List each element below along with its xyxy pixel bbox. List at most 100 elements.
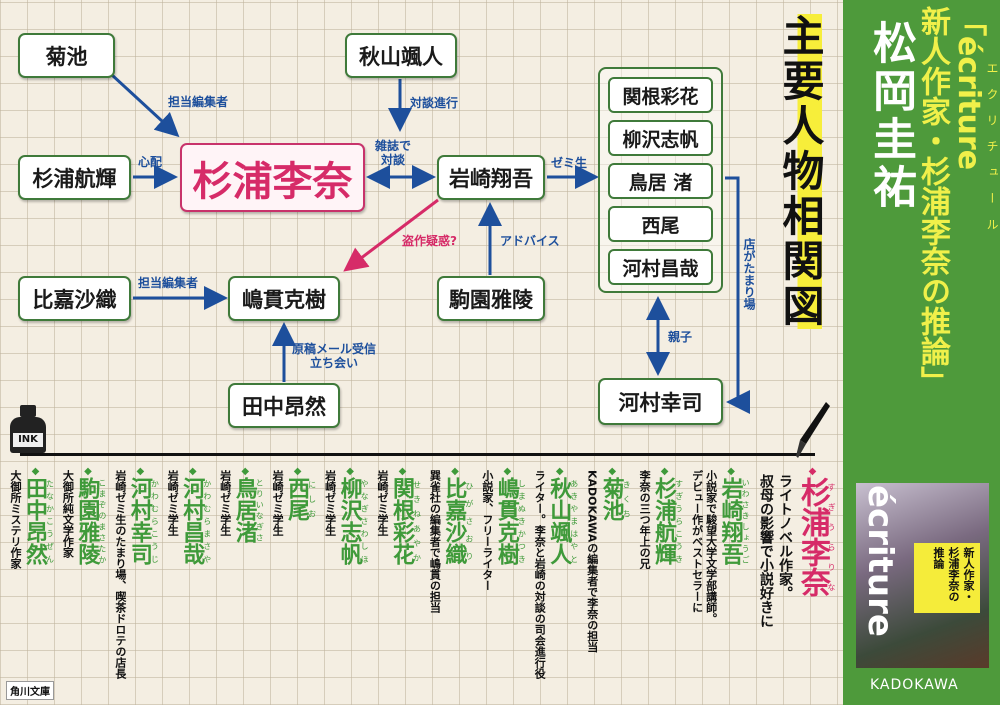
label-koji-hangout: 店がたまり場	[742, 238, 756, 310]
node-kikuchi: 菊池	[18, 33, 115, 78]
character-reading: すぎうらこうき	[674, 477, 684, 565]
book-cover-image[interactable]: écriture 新人作家・杉浦李奈の推論	[856, 483, 989, 668]
character-description: ライター。李奈と岩崎の対談の司会進行役	[533, 470, 547, 679]
label-kikuchi-rina: 担当編集者	[168, 95, 229, 109]
node-akiyama: 秋山颯人	[345, 33, 457, 78]
label-komazono-iwasaki: アドバイス	[500, 234, 560, 248]
character-entry: ◆西尾にしお岩崎ゼミ学生	[270, 466, 317, 536]
character-reading: たなかこうぜん	[45, 477, 55, 565]
label-koki-rina: 心配	[138, 155, 163, 169]
cover-word: écriture	[860, 485, 900, 637]
arrow-koji-hangout	[725, 176, 750, 414]
node-koki: 杉浦航輝	[18, 155, 131, 200]
title-close-bracket: 」	[915, 366, 950, 396]
character-reading: かわむらこうじ	[150, 477, 160, 565]
character-reading: ひがさおり	[464, 477, 474, 565]
character-name: 柳沢志帆	[336, 477, 363, 565]
character-entry: ◆河村昌哉かわむらまさや岩崎ゼミ学生	[165, 466, 212, 565]
character-reading: あきやまはやと	[569, 477, 579, 565]
character-entry: ◆嶋貫克樹しまぬきかつき小説家、フリーライター	[480, 466, 527, 591]
node-sekine: 関根彩花	[608, 77, 713, 113]
label-iwasaki-shimanuki: 盗作疑惑?	[402, 234, 457, 248]
character-description: 大御所ミステリ作家	[9, 470, 22, 569]
character-description: 岩崎ゼミ学生	[323, 470, 337, 536]
diamond-icon: ◆	[449, 466, 461, 477]
character-description: 巽雀社の編集者で嶋貫の担当	[428, 470, 442, 613]
character-name: 田中昂然	[22, 477, 48, 565]
node-nishio: 西尾	[608, 206, 713, 242]
node-kawamura-koji: 河村幸司	[598, 378, 723, 425]
label-higa-shimanuki: 担当編集者	[138, 276, 199, 290]
fountain-pen-icon	[796, 402, 830, 458]
grid-paper-background	[0, 0, 843, 705]
arrow-kikuchi-rina	[110, 73, 180, 138]
cover-band: 新人作家・杉浦李奈の推論	[914, 543, 980, 613]
diamond-icon: ◆	[292, 466, 304, 477]
label-akiyama-talk: 対談進行	[410, 96, 459, 110]
label-iwasaki-seminar: ゼミ生	[551, 156, 588, 170]
character-description: ライトノベル作家。	[777, 474, 793, 600]
node-iwasaki: 岩崎翔吾	[437, 155, 545, 200]
character-description: 叔母の影響で小説好きに	[758, 474, 774, 628]
character-name: 秋山颯人	[546, 477, 573, 565]
character-name: 西尾	[284, 477, 311, 521]
node-torii: 鳥居 渚	[608, 163, 713, 199]
character-description: 岩崎ゼミ学生	[166, 470, 180, 536]
label-rina-iwasaki: 雑誌で 対談	[375, 139, 412, 167]
character-description: 大御所純文学作家	[61, 470, 75, 558]
character-name: 駒園雅陵	[74, 477, 101, 565]
diamond-icon: ◆	[659, 466, 671, 477]
node-shimanuki: 嶋貫克樹	[228, 276, 340, 321]
node-tanaka: 田中昂然	[228, 383, 340, 428]
character-entry: ◆柳沢志帆やなぎさわしほ岩崎ゼミ学生	[323, 466, 370, 565]
character-name: 杉浦航輝	[651, 477, 678, 565]
ink-label: INK	[13, 433, 43, 447]
character-reading: しまぬきかつき	[517, 477, 527, 565]
character-name: 杉浦李奈	[795, 477, 830, 597]
character-reading: やなぎさわしほ	[360, 477, 370, 565]
character-reading: すぎうらりな	[827, 477, 836, 597]
seminar-group-box: 関根彩花 柳沢志帆 鳥居 渚 西尾 河村昌哉	[598, 67, 723, 293]
character-reading: きくち	[622, 477, 632, 521]
node-yanagisawa: 柳沢志帆	[608, 120, 713, 156]
character-description: 小説家で駿望大学文学部講師。	[704, 470, 718, 624]
character-description: KADOKAWAの編集者で李奈の担当	[585, 470, 599, 653]
diamond-icon: ◆	[397, 466, 408, 477]
character-entry: ◆杉浦李奈すぎうらりな ライトノベル作家。叔母の影響で小説好きに	[756, 466, 836, 628]
diagram-title: 主要人物相関図	[770, 14, 831, 329]
character-name: 岩崎翔吾	[717, 477, 744, 565]
divider-line	[20, 453, 815, 456]
diamond-icon: ◆	[239, 466, 251, 477]
publisher-logo: KADOKAWA	[870, 677, 959, 693]
character-entry: ◆秋山颯人あきやまはやとライター。李奈と岩崎の対談の司会進行役	[532, 466, 579, 679]
character-entry: ◆杉浦航輝すぎうらこうき李奈の三つ年上の兄	[637, 466, 684, 569]
title-open-bracket: 「	[951, 6, 986, 36]
character-name: 河村昌哉	[179, 477, 206, 565]
diamond-icon: ◆	[807, 466, 818, 477]
diamond-icon: ◆	[606, 466, 618, 477]
imprint-logo: 角川文庫	[6, 681, 54, 700]
character-entry: ◆関根彩花せきねあやか岩崎ゼミ学生	[375, 466, 422, 565]
character-entry: ◆菊池きくち KADOKAWAの編集者で李奈の担当	[585, 466, 632, 653]
character-reading: こまぞのまさたか	[97, 477, 107, 565]
label-tanaka-shimanuki: 原稿メール受信 立ち会い	[292, 342, 377, 370]
character-name: 河村幸司	[126, 477, 153, 565]
character-entry: ◆田中昂然たなかこうぜん大御所ミステリ作家	[8, 466, 55, 569]
author-name: 松岡圭祐	[865, 20, 916, 212]
character-name: 関根彩花	[389, 477, 415, 565]
book-title: 「écriture 新人作家・杉浦李奈の推論」	[914, 6, 986, 396]
node-rina: 杉浦李奈	[180, 143, 365, 212]
diamond-icon: ◆	[82, 466, 94, 477]
character-description: 小説家、フリーライター	[480, 470, 494, 591]
diamond-icon: ◆	[134, 466, 146, 477]
character-name: 菊池	[598, 477, 625, 521]
character-description: デビュー作がベストセラーに	[690, 470, 704, 613]
character-entry: ◆岩崎翔吾いわさきしょうご小説家で駿望大学文学部講師。デビュー作がベストセラーに	[690, 466, 751, 624]
character-description: 岩崎ゼミ学生	[271, 470, 285, 536]
arrow-iwasaki-shimanuki	[343, 198, 439, 272]
diamond-icon: ◆	[725, 466, 737, 477]
character-entry: ◆比嘉沙織ひがさおり 巽雀社の編集者で嶋貫の担当	[427, 466, 474, 613]
character-name: 鳥居渚	[231, 477, 258, 543]
node-kawamura-masaya: 河村昌哉	[608, 249, 713, 285]
character-name: 比嘉沙織	[441, 477, 468, 565]
